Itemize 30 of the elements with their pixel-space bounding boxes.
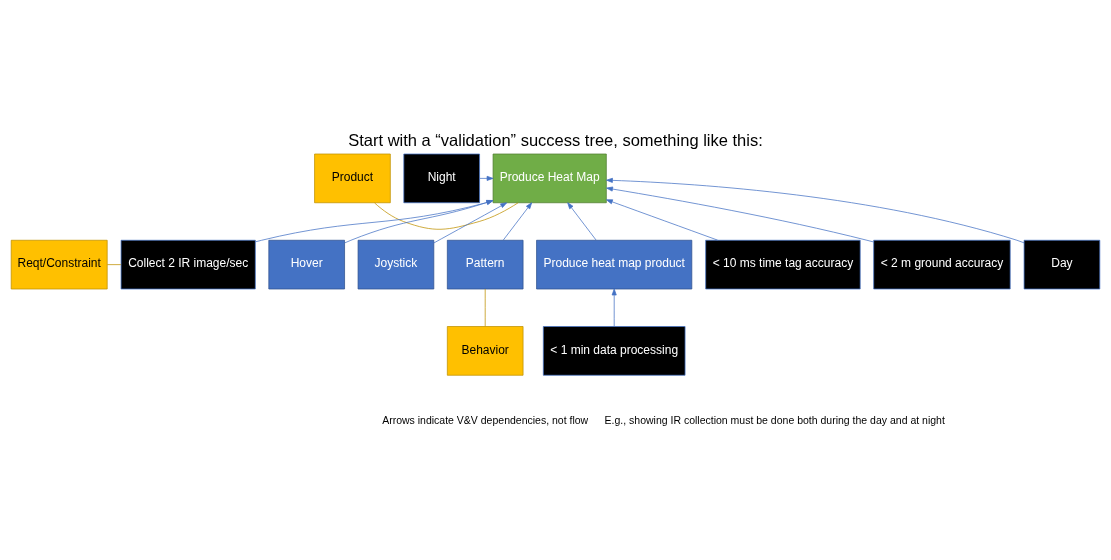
node-box: Produce Heat Map (492, 153, 607, 204)
node-box: Night (403, 153, 480, 204)
arrow (611, 288, 617, 327)
arrow (606, 186, 874, 243)
node-box: Hover (268, 239, 345, 290)
connector (374, 202, 519, 230)
diagram-title: Start with a “validation” success tree, something like this: (348, 131, 763, 150)
connector (106, 264, 122, 265)
arrow (606, 177, 1025, 244)
node-box: Behavior (446, 326, 524, 376)
label: Arrows indicate V&V dependencies, not flow (382, 414, 589, 427)
node-box: Collect 2 IR image/sec (120, 239, 256, 290)
node-box: Joystick (357, 239, 435, 290)
arrow (255, 200, 494, 243)
node-box: Reqt/Constraint (10, 239, 108, 290)
node-box: Produce heat map product (536, 239, 693, 290)
label: E.g., showing IR collection must be done both during the day and at night (604, 414, 945, 427)
node-box: Pattern (446, 239, 524, 290)
node-box: < 2 m ground accuracy (873, 239, 1011, 290)
node-box: Product (314, 153, 391, 204)
connector (484, 288, 486, 327)
arrow (479, 175, 494, 181)
arrow (502, 202, 533, 241)
arrow (606, 199, 719, 241)
node-box: Day (1023, 239, 1101, 290)
node-box: < 1 min data processing (542, 326, 686, 376)
arrow (433, 202, 508, 244)
arrow (567, 202, 597, 241)
arrow (344, 200, 494, 244)
node-box: < 10 ms time tag accuracy (705, 239, 861, 290)
